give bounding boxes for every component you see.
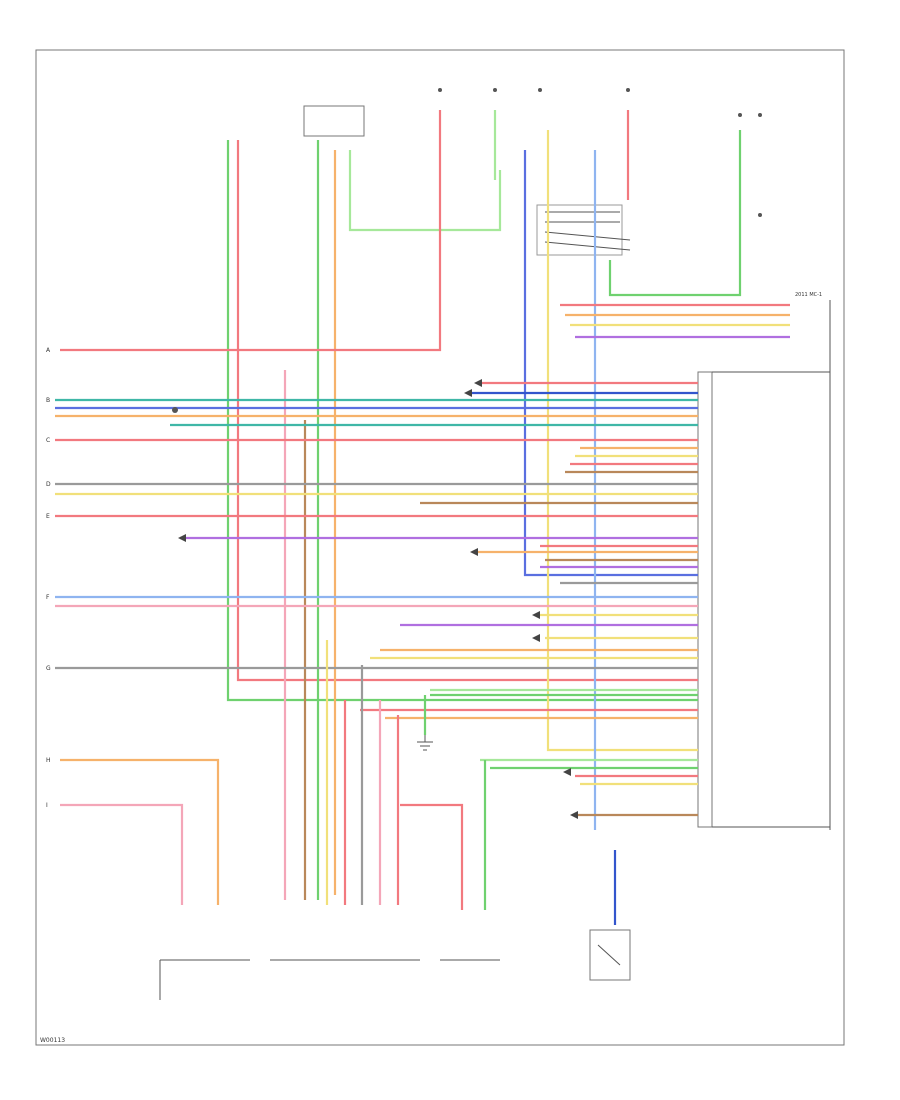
bottom-connectors: [159, 929, 631, 1000]
side-label-e: E: [46, 513, 50, 520]
side-label-c: C: [46, 437, 50, 444]
pin-markers: [172, 88, 762, 413]
legend-ref: 2011 MC-1: [795, 292, 822, 298]
pcm-connector: [697, 300, 831, 830]
ground-symbol: [417, 735, 433, 751]
footer-code: W00113: [40, 1037, 65, 1044]
diagram-frame: [35, 49, 845, 1046]
wire-group-bottom: [60, 640, 617, 925]
side-label-h: H: [46, 757, 51, 764]
wire-group-horizontal: [55, 303, 790, 817]
tcm-module-box: [303, 105, 365, 137]
signal-arrows: [178, 379, 578, 819]
side-label-i: I: [46, 802, 48, 809]
side-label-b: B: [46, 397, 50, 404]
side-label-f: F: [46, 594, 50, 601]
side-label-a: A: [46, 347, 51, 354]
left-side-marks: A B C D E F G H I: [46, 347, 51, 809]
side-label-d: D: [46, 481, 51, 488]
wire-group-vertical: [60, 110, 742, 900]
connector-block: [536, 204, 631, 256]
side-label-g: G: [46, 665, 51, 672]
